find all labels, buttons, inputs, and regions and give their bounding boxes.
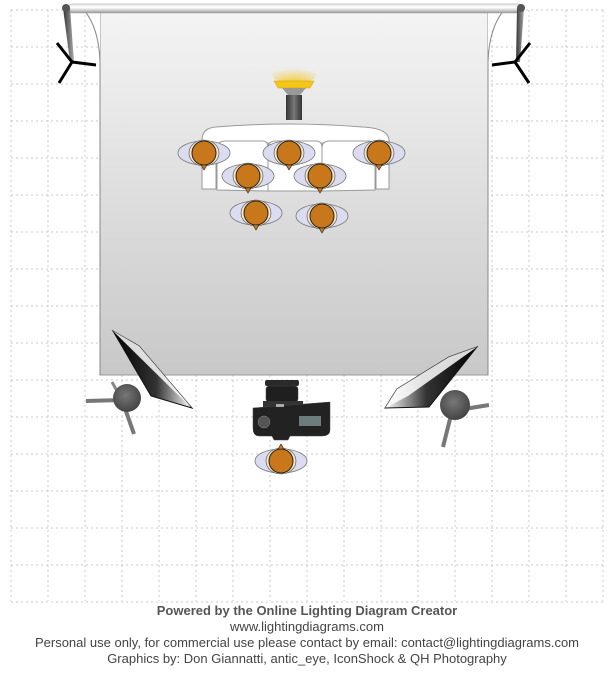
lighting-diagram-canvas — [10, 3, 604, 603]
backdrop-crossbar — [67, 3, 523, 14]
person-icon — [177, 139, 231, 171]
person-icon — [254, 443, 308, 475]
subjects-group — [177, 139, 406, 234]
person-icon — [352, 139, 406, 171]
person-icon — [221, 162, 275, 194]
person-icon — [262, 139, 316, 171]
background-stand-right-icon — [491, 4, 532, 84]
footer-credits: Graphics by: Don Giannatti, antic_eye, I… — [107, 651, 507, 666]
background-stand-left-icon — [55, 4, 97, 84]
footer-title: Powered by the Online Lighting Diagram C… — [156, 603, 458, 618]
photographer — [254, 443, 308, 475]
person-icon — [295, 202, 349, 234]
softbox-right-icon — [384, 345, 490, 448]
footer: Powered by the Online Lighting Diagram C… — [0, 603, 614, 667]
softbox-left-icon — [85, 329, 194, 435]
footer-url[interactable]: www.lightingdiagrams.com — [230, 619, 384, 634]
person-icon — [293, 162, 347, 194]
person-icon — [229, 199, 283, 231]
camera-icon — [252, 380, 331, 441]
footer-license: Personal use only, for commercial use pl… — [34, 635, 580, 650]
background-strobe-icon — [272, 64, 316, 120]
